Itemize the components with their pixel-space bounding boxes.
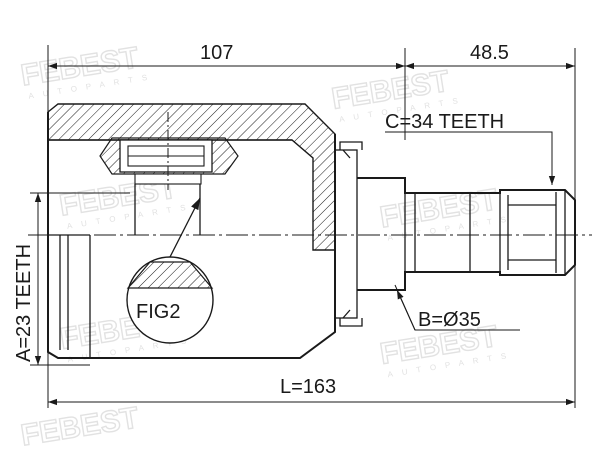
dim-spline-a-label: A=23 TEETH — [13, 244, 35, 362]
dim-seal-b-label: B=Ø35 — [418, 309, 481, 331]
housing — [47, 103, 363, 359]
dim-total-length-label: L=163 — [280, 376, 336, 398]
dim-shaft-length: 48.5 — [405, 42, 575, 70]
watermark-layer: FEBEST AUTOPARTS FEBEST AUTOPARTS FEBEST… — [18, 41, 516, 450]
fig2-section: FIG2 — [126, 197, 214, 344]
dim-seal-b: B=Ø35 — [394, 284, 520, 331]
fig2-label: FIG2 — [136, 301, 180, 323]
dim-housing-length: 107 — [48, 42, 405, 70]
dim-spline-a: A=23 TEETH — [13, 193, 42, 365]
dim-total-length: L=163 — [48, 376, 575, 406]
dim-spline-c-label: C=34 TEETH — [385, 111, 504, 133]
watermark-brand: FEBEST — [19, 401, 141, 450]
dim-shaft-length-label: 48.5 — [470, 42, 509, 64]
tripod-roller — [99, 112, 239, 235]
shaft — [357, 177, 576, 291]
dim-spline-c: C=34 TEETH — [385, 111, 556, 185]
dim-housing-length-label: 107 — [200, 42, 233, 64]
